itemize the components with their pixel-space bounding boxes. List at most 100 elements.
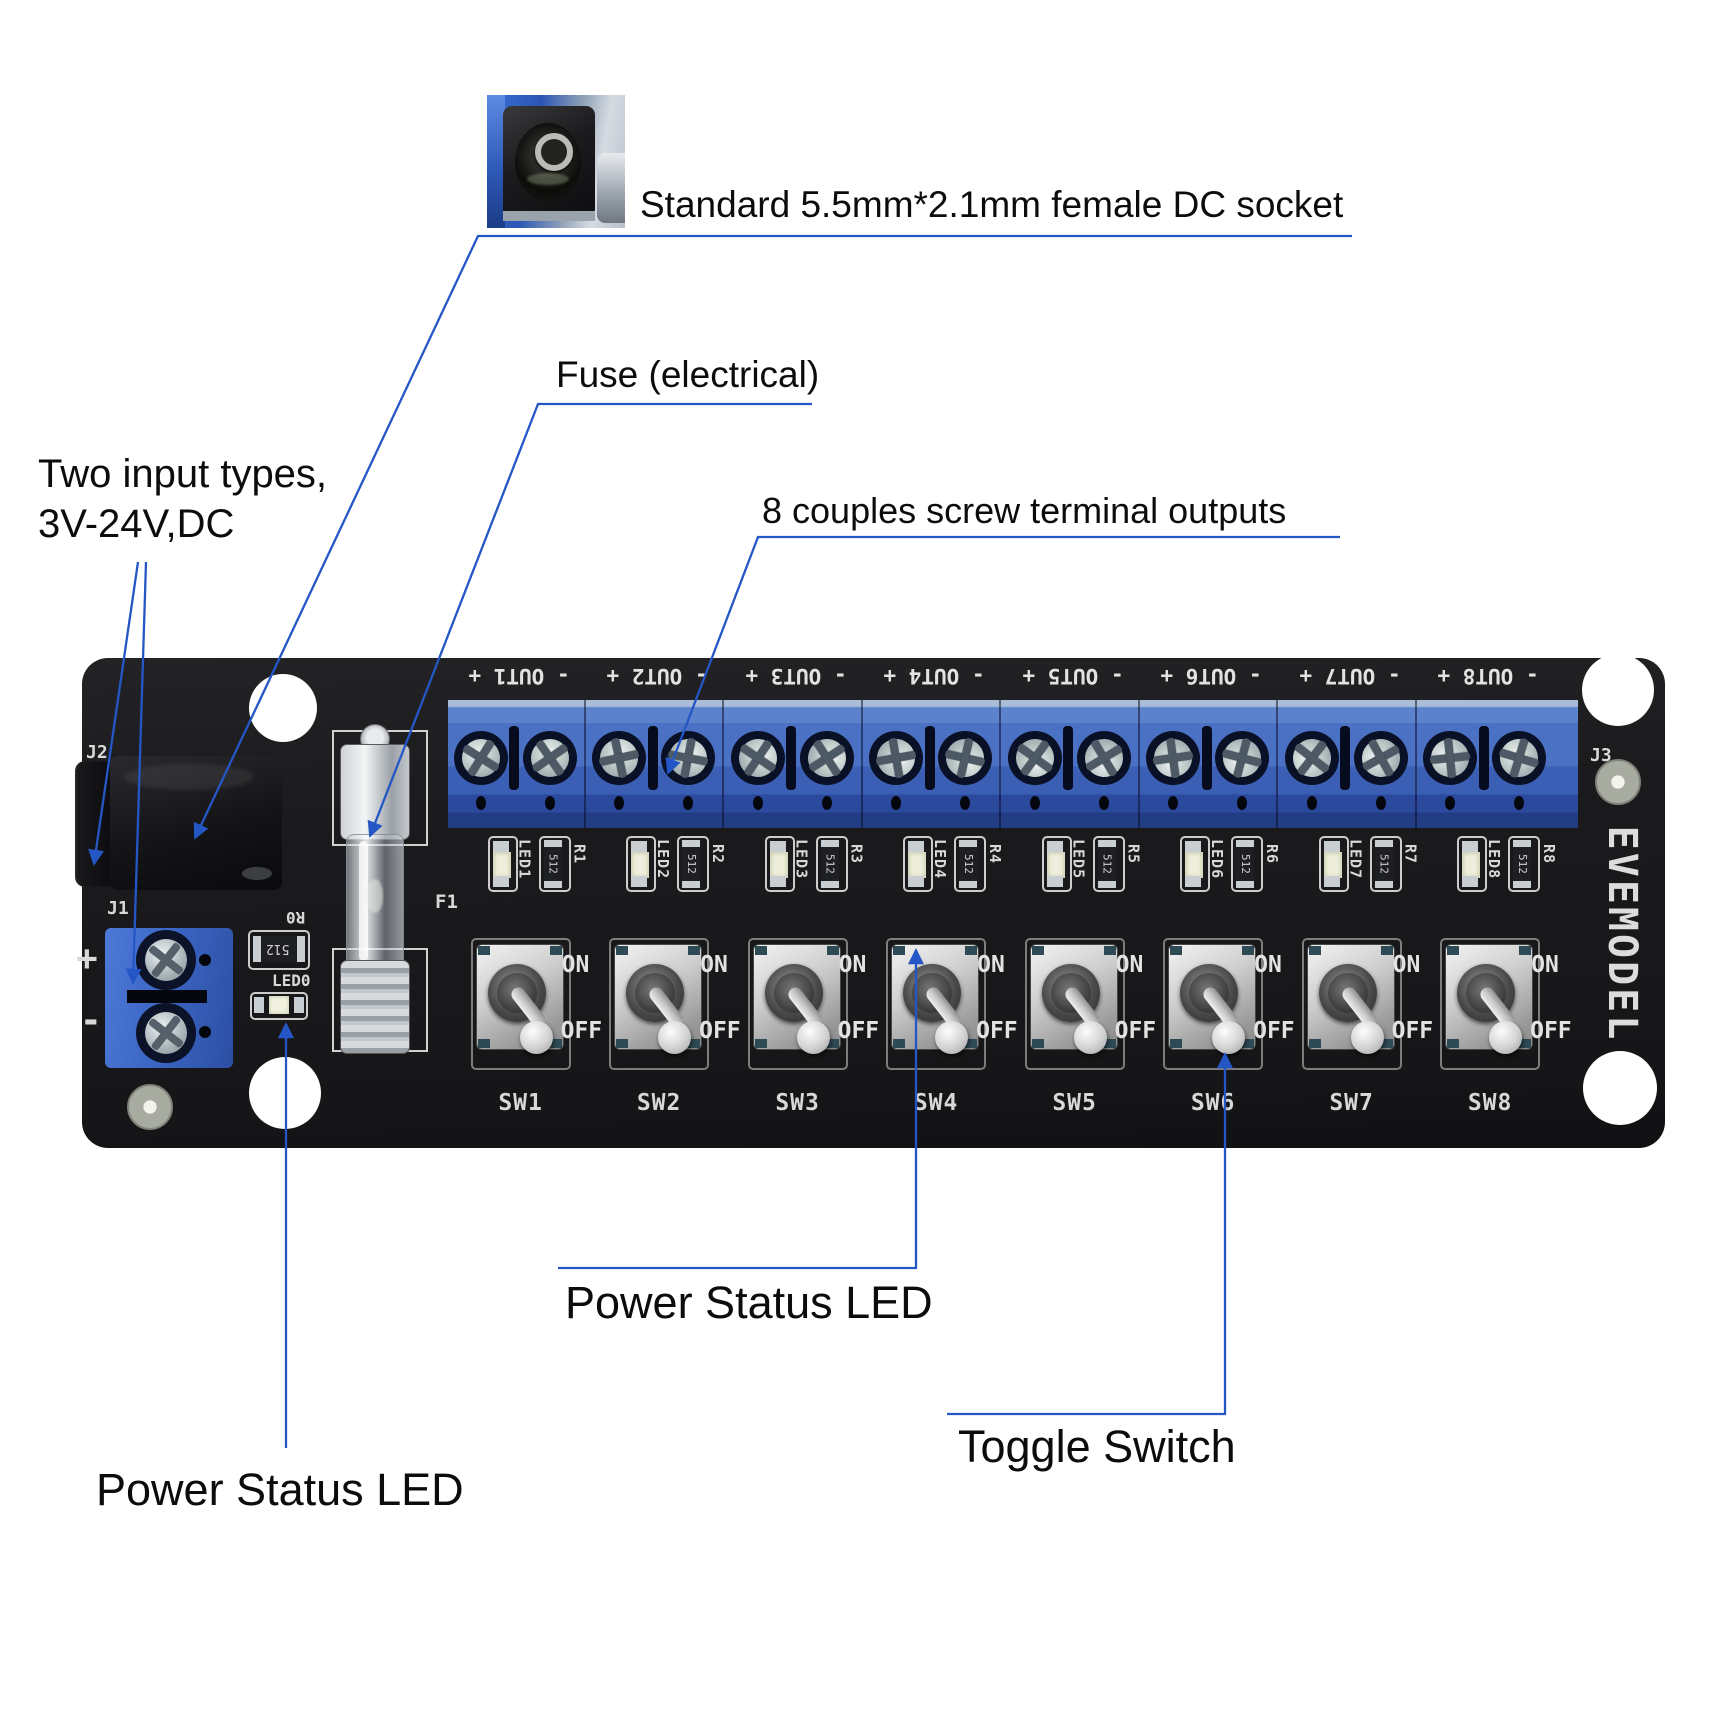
brand-text: EVEMODEL [1599,825,1645,1043]
annotation-input-line2: 3V-24V,DC [38,502,235,546]
resistor-value: 512 [962,854,976,874]
switch-mount-tab [1380,946,1393,955]
switch-mount-tab [754,1039,767,1048]
led-label: LED7 [1346,839,1365,880]
led-pad [631,876,648,887]
switch-mount-tab [965,1039,978,1048]
photo-background [487,95,505,228]
resistor-label: R3 [847,844,866,865]
terminal-block-seam [999,700,1002,828]
fuse-glass-tube [346,834,404,968]
switch-off-label: OFF [976,1018,1018,1044]
led-pad [1046,841,1063,852]
wire-hole [199,954,211,966]
silkscreen-j3: J3 [1590,745,1612,766]
terminal-block-seam [1276,700,1279,828]
output-label: - OUT8 + [1437,664,1539,688]
photo-metal-terminal [597,153,625,223]
toggle-lever-ball [1489,1021,1523,1054]
resistor-value: 512 [266,941,290,956]
silkscreen-f1: F1 [435,891,458,913]
switch-mount-tab [1031,946,1044,955]
terminal-wire-hole [1098,796,1109,810]
led-chip [492,852,511,878]
switch-mount-tab [1447,946,1460,955]
mounting-hole-bottom-right [1583,1051,1657,1125]
terminal-wire-hole [1029,796,1040,810]
led-pad [769,876,786,887]
toggle-lever-ball [1073,1021,1107,1054]
led-pad [1462,876,1479,887]
led-pad [1462,841,1479,852]
switch-silkscreen [1301,938,1402,1070]
resistor-label: R4 [986,844,1005,865]
toggle-lever-ball [935,1021,969,1054]
resistor-label: R7 [1401,844,1420,865]
switch-mount-tab [1242,1039,1255,1048]
resistor-value: 512 [1377,854,1391,874]
terminal-wire-slot [786,726,797,790]
switch-off-label: OFF [560,1018,603,1044]
terminal-block-seam [722,700,725,828]
fuse-clip-top [340,744,410,840]
terminal-wire-slot [1340,726,1351,790]
resistor-label: R6 [1263,844,1282,865]
terminal-block-seam [1414,700,1417,828]
silkscreen-led0: LED0 [272,971,311,990]
switch-mount-tab [549,1039,562,1048]
annotation-power-led-left: Power Status LED [96,1464,464,1515]
channel-resistor: 512 [1369,836,1402,892]
terminal-wire-hole [752,796,763,810]
led-chip [769,852,788,878]
terminal-wire-slot [1201,726,1212,790]
terminal-wire-hole [821,796,832,810]
switch-mount-tab [1242,946,1255,955]
terminal-wire-hole [614,796,624,810]
resistor-label: R5 [1124,844,1143,865]
led0 [250,992,308,1020]
switch-mount-tab [965,946,978,955]
led-pad [908,841,925,852]
resistor-value: 512 [1516,854,1530,874]
channel-resistor: 512 [815,836,848,892]
resistor-chip: 512 [1236,840,1255,888]
channel-resistor: 512 [954,836,987,892]
silkscreen-j2: J2 [86,742,108,763]
switch-mount-tab [688,946,701,955]
switch-name: SW3 [775,1090,820,1116]
screw-head-icon [145,939,187,981]
annotation-dc-socket: Standard 5.5mm*2.1mm female DC socket [640,184,1344,225]
switch-name: SW1 [498,1090,543,1116]
led-label: LED8 [1485,839,1504,880]
switch-on-label: ON [561,952,590,978]
terminal-wire-hole [1306,796,1317,810]
solder-pad-bottom-left [127,1084,173,1130]
terminal-wire-hole [1445,796,1455,810]
switch-on-label: ON [700,952,728,978]
switch-mount-tab [1519,1039,1532,1048]
terminal-wire-hole [1514,796,1525,810]
channel-resistor: 512 [538,836,571,892]
led-pad [254,997,264,1013]
resistor-label: R1 [570,844,589,865]
led-chip [1046,852,1065,878]
channel-resistor: 512 [1508,836,1541,892]
photo-glint [527,173,569,185]
output-label: - OUT6 + [1160,664,1262,688]
terminal-wire-slot [1478,726,1489,790]
input-terminal-j1 [105,928,233,1068]
annotation-fuse: Fuse (electrical) [556,354,820,395]
status-led [1457,836,1488,892]
status-led [1041,836,1072,892]
led-pad [631,841,648,852]
resistor-end [253,936,261,962]
switch-mount-tab [477,946,490,955]
terminal-block-seam [1137,700,1140,828]
led-chip [631,852,650,878]
terminal-block-seam [860,700,863,828]
resistor-chip: 512 [820,840,839,888]
resistor-chip: 512 [543,840,562,888]
resistor-value: 512 [546,854,560,874]
led-pad [908,876,925,887]
switch-on-label: ON [1392,952,1421,978]
